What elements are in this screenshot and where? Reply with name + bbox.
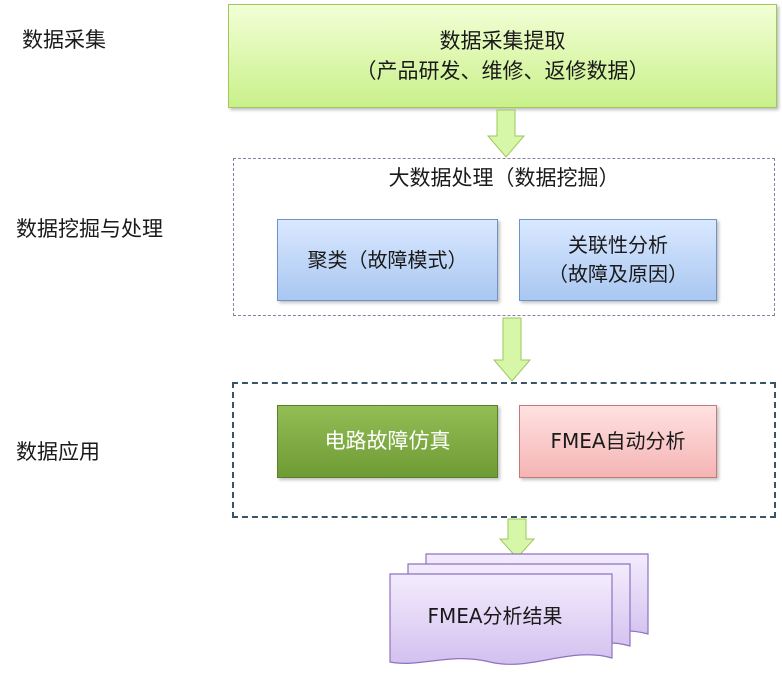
data-collection-title: 数据采集提取: [439, 28, 566, 53]
fmea-result-document-stack: [389, 553, 649, 665]
flow-arrow-3: [498, 518, 536, 559]
clustering-box: 聚类（故障模式）: [277, 219, 498, 301]
data-collection-box: 数据采集提取 （产品研发、维修、返修数据）: [228, 4, 777, 108]
data-mining-group: [233, 158, 775, 316]
association-analysis-box: 关联性分析 （故障及原因）: [519, 219, 717, 301]
data-application-group: [232, 382, 776, 518]
flow-arrow-1: [486, 109, 526, 158]
fmea-result-label: FMEA分析结果: [427, 604, 563, 628]
flow-arrow-2: [492, 317, 532, 382]
fmea-auto-analysis-box: FMEA自动分析: [519, 405, 717, 478]
data-mining-title: 大数据处理（数据挖掘）: [388, 166, 620, 190]
fmea-auto-analysis-label: FMEA自动分析: [550, 429, 686, 453]
data-collection-sources: （产品研发、维修、返修数据）: [355, 59, 650, 83]
clustering-label: 聚类（故障模式）: [307, 247, 468, 272]
association-subtitle: （故障及原因）: [548, 262, 688, 286]
stage-label-collection: 数据采集: [22, 28, 106, 52]
association-title: 关联性分析: [568, 233, 668, 257]
circuit-fault-simulation-box: 电路故障仿真: [277, 405, 498, 478]
stage-label-application: 数据应用: [16, 440, 100, 464]
circuit-fault-simulation-label: 电路故障仿真: [324, 429, 451, 454]
stage-label-mining: 数据挖掘与处理: [16, 217, 163, 241]
